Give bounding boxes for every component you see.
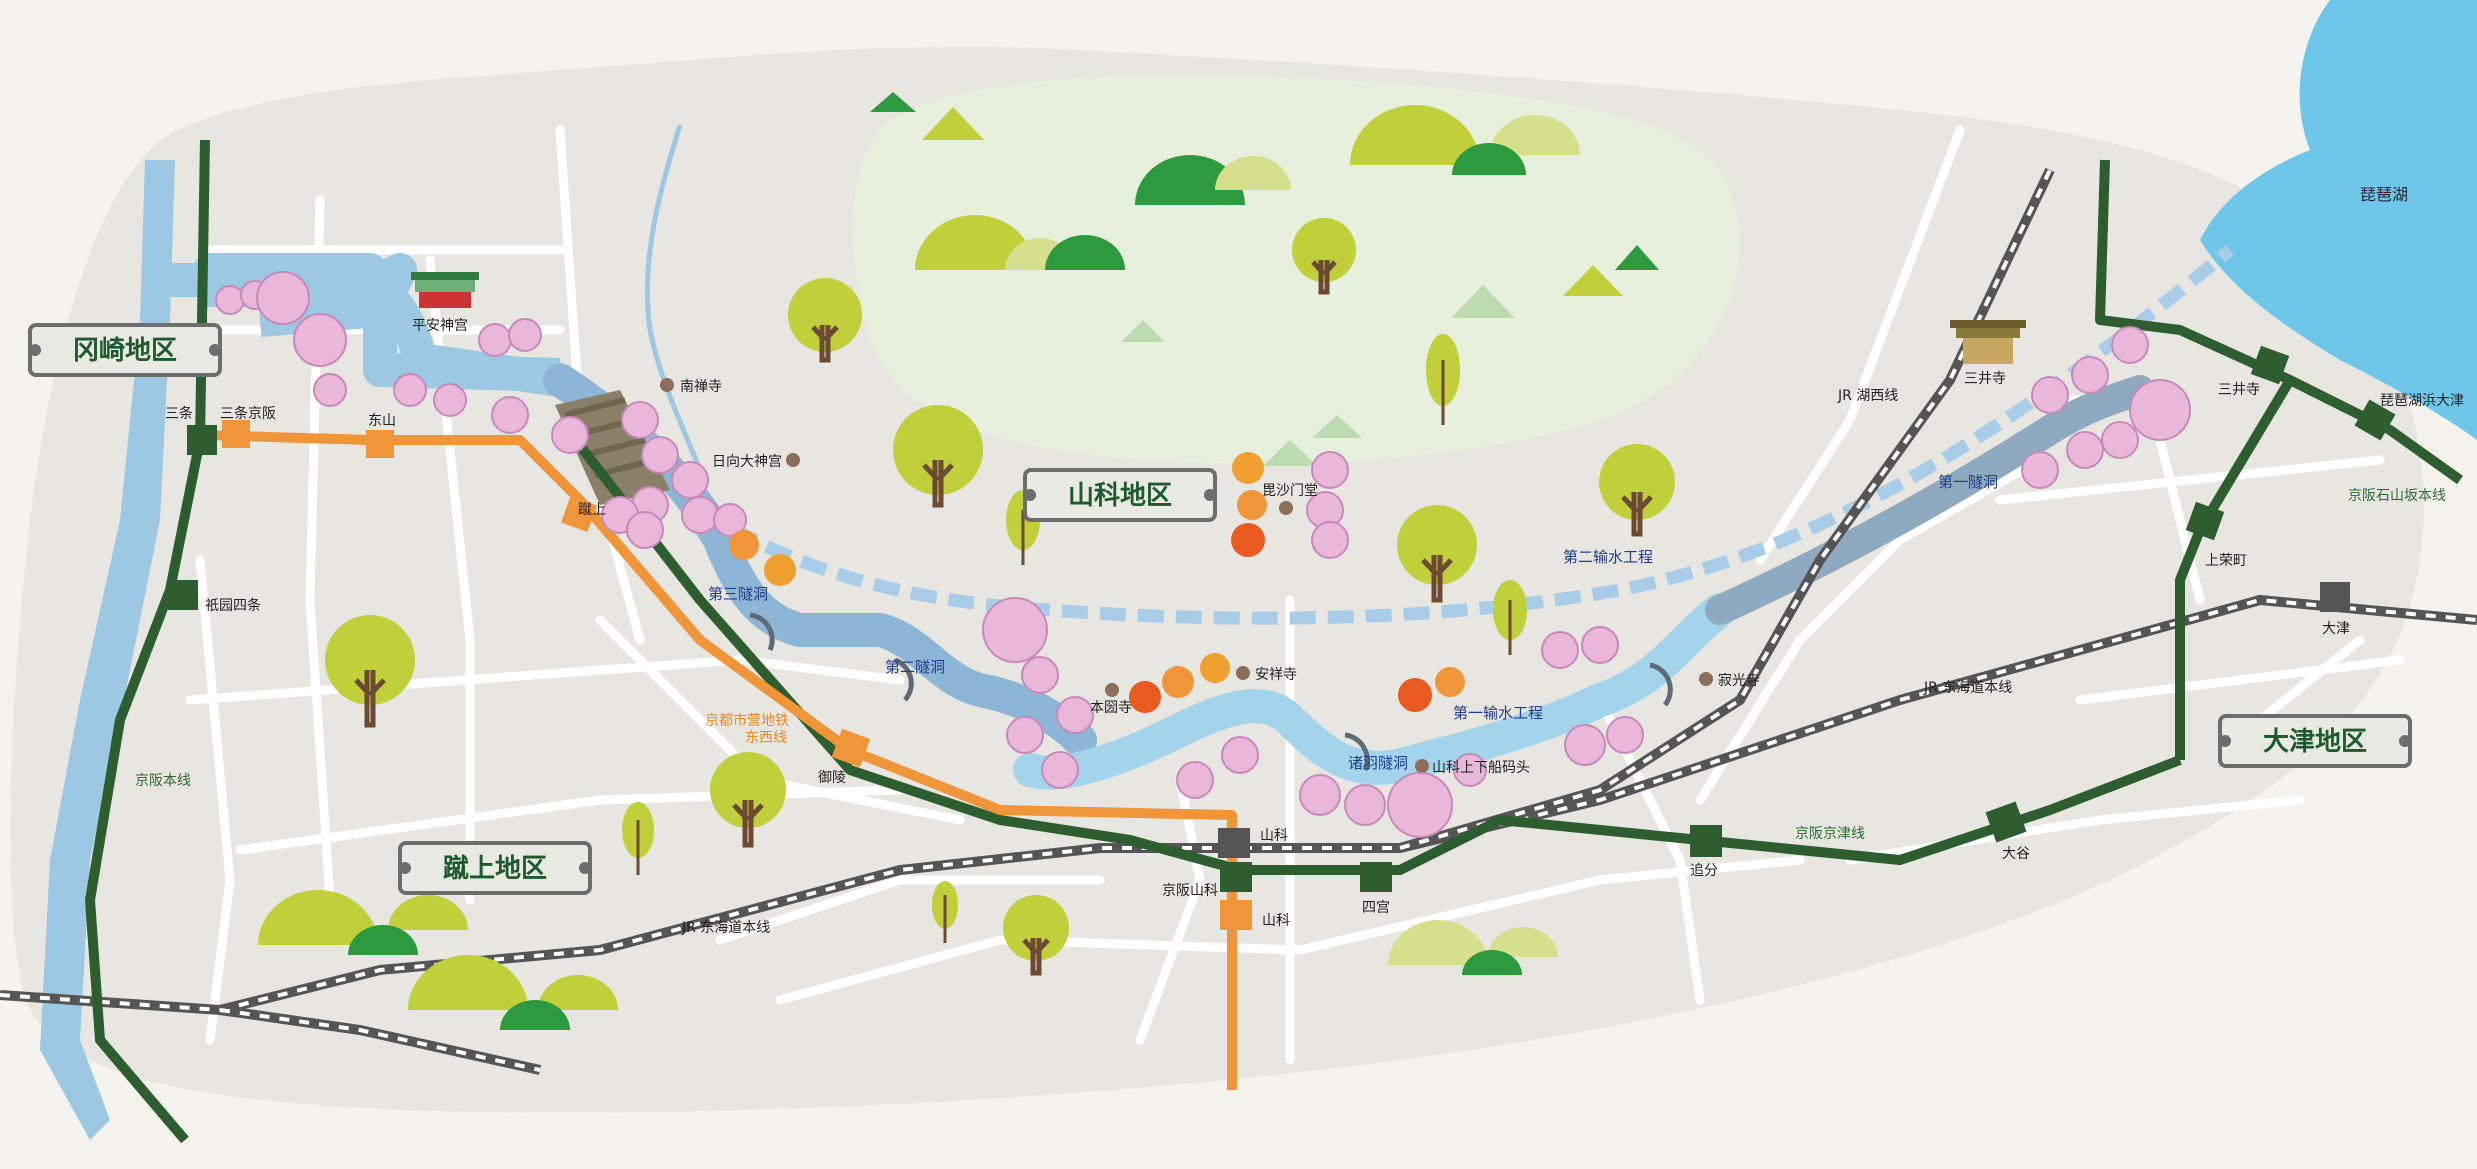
bishamondo-label: 毘沙门堂 [1262,483,1318,499]
station-otsu: 大津 [2322,621,2350,637]
mountain-triangles [870,92,1659,466]
keage-label: 蹴上地区 [443,854,547,884]
canal-1-label: 第一输水工程 [1453,704,1543,722]
station-keage: 蹴上 [578,502,606,518]
station-biwako-hamaotsu: 琵琶湖浜大津 [2380,393,2464,409]
station-keihan-yamashina: 京阪山科 [1162,883,1218,899]
line-subway-tozai-2: 东西线 [745,730,787,746]
line-keihan-ishiyama: 京阪石山坂本线 [2348,488,2446,504]
line-jr-tokaido-right: JR 东海道本线 [1923,680,2012,696]
station-miidera: 三井寺 [2218,382,2260,398]
station-sanjo-keihan: 三条京阪 [220,405,276,422]
canal-tunnel1-label: 第一隧洞 [1938,473,1998,491]
mitsui-label: 三井寺 [1964,371,2006,387]
heian-shrine-icon [411,272,479,308]
otsu-label: 大津地区 [2263,727,2367,757]
canal-morobane-label: 诸羽隧洞 [1348,754,1408,772]
line-jr-kosei: JR 湖西线 [1837,388,1898,404]
okazaki-label: 冈崎地区 [73,336,177,366]
canal-main-east [1705,375,2155,625]
line-subway-tozai-1: 京都市营地铁 [705,712,789,729]
heian-shrine-label: 平安神宫 [412,318,468,334]
honkokuji-label: 本圀寺 [1090,700,1132,716]
mitsui-temple-icon [1950,320,2026,364]
tunnel-portals [749,612,1673,772]
line-jr-tokaido-left: JR 东海道本线 [681,920,770,936]
station-otani: 大谷 [2002,846,2030,862]
line-keihan-main: 京阪本线 [135,773,191,789]
poi-dots [660,378,1713,773]
canal-tunnel2-label: 第二隧洞 [885,658,945,676]
canal-okazaki-top [193,253,397,306]
station-yamashina-subway: 山科 [1262,913,1290,929]
station-gionshijo: 祇园四条 [205,597,261,614]
otsu-sign: 大津地区 [2218,714,2412,768]
keage-sign: 蹴上地区 [398,841,592,895]
station-kamisakaemachi: 上荣町 [2205,553,2247,569]
lake-label: 琵琶湖 [2360,185,2408,204]
anshoji-label: 安祥寺 [1255,667,1297,683]
canal-tunnel3-label: 第三隧洞 [708,585,768,603]
canal-2-label: 第二输水工程 [1563,548,1653,566]
station-higashiyama: 东山 [368,413,396,429]
canal-2-dashed [696,244,2235,625]
lake-biwa [2200,0,2477,440]
maple-leaves [729,452,1465,713]
keage-incline [555,390,670,505]
kamo-river [40,160,175,1140]
station-yamashina-jr: 山科 [1260,828,1288,844]
trees [325,218,1675,976]
yamashina-label: 山科地区 [1068,481,1172,511]
station-oiwake: 追分 [1690,863,1718,879]
himukai-label: 日向大神宫 [712,454,782,470]
subway-tozai-line [204,430,1237,1090]
station-misasagi: 御陵 [818,770,846,786]
yamashina-sign: 山科地区 [1023,468,1217,522]
okazaki-sign: 冈崎地区 [28,323,222,377]
landing-label: 山科上下船码头 [1432,760,1530,776]
nanzenji-label: 南禅寺 [680,379,722,395]
jakkoji-label: 寂光寺 [1718,673,1760,689]
canal-main-mid [1013,593,1737,790]
stream [644,124,703,471]
hills [258,105,1580,1030]
station-sanjo: 三条 [165,405,193,422]
station-shinomiya: 四宫 [1362,900,1390,916]
line-keihan-keishin: 京阪京津线 [1795,826,1865,842]
land-area [10,46,2424,1113]
station-markers [168,345,2396,930]
sakura-clusters [215,271,2191,838]
